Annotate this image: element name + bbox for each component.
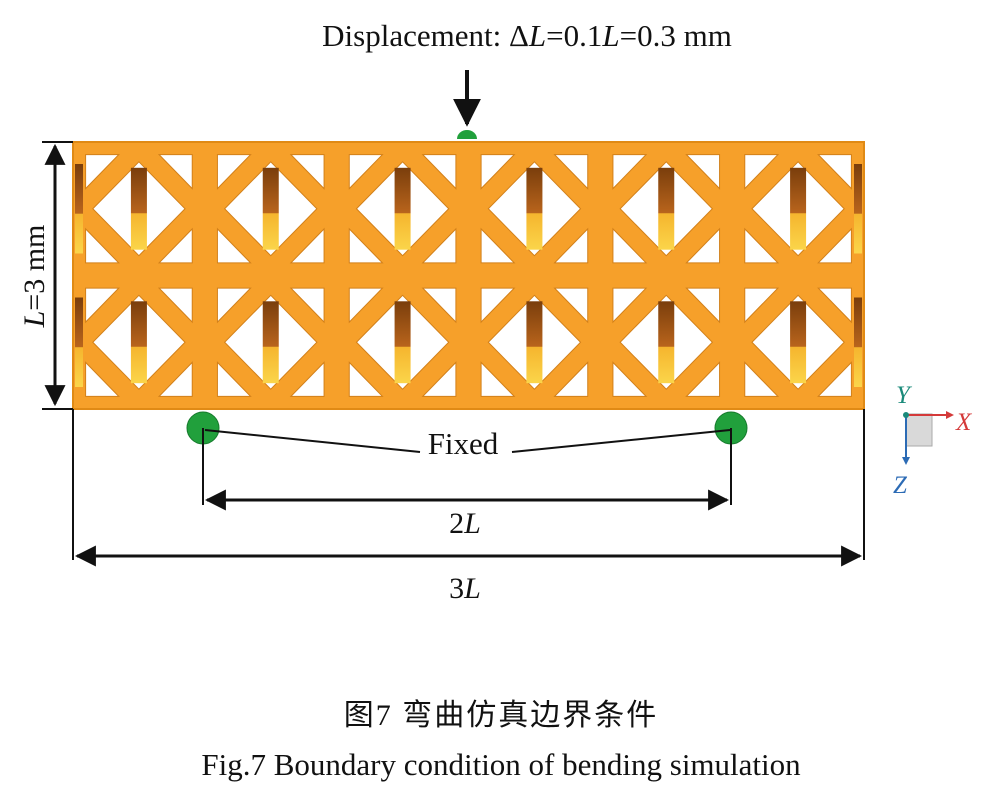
lattice-hole-triangle: [216, 154, 252, 190]
lattice-hole-triangle: [685, 227, 721, 264]
lattice-hole-triangle: [421, 154, 457, 190]
lattice-vertical-strut: [130, 301, 147, 384]
lattice-hole-triangle: [157, 154, 193, 190]
lattice-hole-triangle: [289, 154, 325, 190]
lattice-hole-triangle: [289, 361, 325, 397]
lattice-hole-triangle: [348, 287, 384, 324]
lattice-hole-triangle: [744, 154, 780, 190]
lattice-hole-triangle: [553, 361, 589, 397]
lattice-hole-triangle: [612, 361, 648, 397]
bending-boundary-diagram: Displacement: ΔL=0.1L=0.3 mm L=3 mm Fixe…: [18, 18, 973, 605]
lattice-hole-triangle: [289, 287, 325, 324]
lattice-edge-strut: [854, 297, 862, 387]
lattice-hole-triangle: [480, 361, 516, 397]
caption-english: Fig.7 Boundary condition of bending simu…: [201, 747, 801, 782]
coordinate-triad: Y X Z: [893, 382, 973, 499]
lattice-hole-triangle: [553, 227, 589, 264]
fixed-leader-right: [511, 429, 731, 453]
lattice-struts: [75, 164, 862, 387]
lattice-hole-triangle: [612, 154, 648, 190]
lattice-hole-triangle: [817, 154, 852, 190]
lattice-hole-triangle: [216, 361, 252, 397]
lattice-beam: [72, 141, 865, 410]
lattice-vertical-strut: [394, 167, 411, 250]
lattice-hole-triangle: [817, 361, 852, 397]
lattice-hole-triangle: [612, 227, 648, 264]
length-dimension-label: 3L: [449, 572, 481, 605]
lattice-hole-triangle: [289, 227, 325, 264]
lattice-vertical-strut: [394, 301, 411, 384]
lattice-hole-triangle: [817, 227, 852, 264]
lattice-vertical-strut: [262, 301, 279, 384]
lattice-hole-triangle: [157, 227, 193, 264]
y-axis-icon: [903, 412, 909, 418]
lattice-vertical-strut: [130, 167, 147, 250]
lattice-hole-triangle: [348, 227, 384, 264]
axis-y-label: Y: [896, 382, 913, 409]
lattice-hole-triangle: [553, 287, 589, 324]
caption-chinese: 图7 弯曲仿真边界条件: [343, 699, 659, 732]
lattice-hole-triangle: [216, 227, 252, 264]
lattice-hole-triangle: [553, 154, 589, 190]
lattice-hole-triangle: [157, 361, 193, 397]
lattice-hole-triangle: [216, 287, 252, 324]
lattice-hole-triangle: [348, 361, 384, 397]
lattice-hole-triangle: [480, 154, 516, 190]
lattice-hole-triangle: [744, 361, 780, 397]
lattice-hole-triangle: [421, 361, 457, 397]
load-point-marker: [457, 130, 477, 139]
lattice-hole-triangle: [480, 227, 516, 264]
lattice-vertical-strut: [658, 301, 675, 384]
lattice-vertical-strut: [790, 301, 807, 384]
lattice-hole-triangle: [685, 287, 721, 324]
lattice-hole-triangle: [817, 287, 852, 324]
lattice-edge-strut: [75, 297, 83, 387]
lattice-hole-triangle: [685, 361, 721, 397]
span-dimension-label: 2L: [449, 507, 481, 540]
height-dimension-label: L=3 mm: [18, 225, 51, 329]
lattice-vertical-strut: [526, 301, 543, 384]
lattice-vertical-strut: [262, 167, 279, 250]
lattice-hole-triangle: [744, 227, 780, 264]
lattice-hole-triangle: [157, 287, 193, 324]
lattice-edge-strut: [75, 164, 83, 254]
lattice-hole-triangle: [421, 287, 457, 324]
axis-z-label: Z: [893, 472, 908, 499]
lattice-hole-triangle: [85, 287, 120, 324]
lattice-hole-triangle: [348, 154, 384, 190]
fixed-label: Fixed: [428, 426, 499, 461]
triad-cube-icon: [905, 413, 933, 447]
lattice-edge-strut: [854, 164, 862, 254]
lattice-hole-triangle: [480, 287, 516, 324]
lattice-vertical-strut: [526, 167, 543, 250]
lattice-hole-triangle: [685, 154, 721, 190]
lattice-vertical-strut: [790, 167, 807, 250]
axis-x-label: X: [955, 409, 973, 436]
fixed-leader-left: [204, 429, 421, 453]
lattice-hole-triangle: [421, 227, 457, 264]
lattice-hole-triangle: [85, 227, 120, 264]
lattice-hole-triangle: [85, 154, 120, 190]
lattice-hole-triangle: [85, 361, 120, 397]
lattice-vertical-strut: [658, 167, 675, 250]
displacement-label: Displacement: ΔL=0.1L=0.3 mm: [322, 18, 732, 53]
lattice-hole-triangle: [744, 287, 780, 324]
lattice-hole-triangle: [612, 287, 648, 324]
